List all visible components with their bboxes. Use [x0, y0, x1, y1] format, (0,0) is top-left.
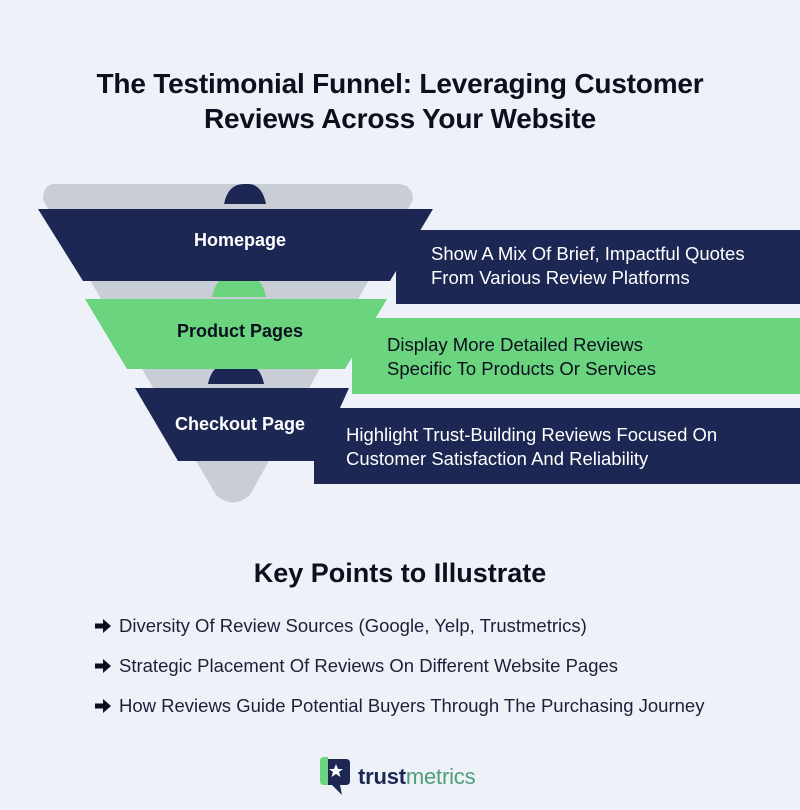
arrow-right-icon	[95, 659, 111, 673]
stage-desc-homepage-line-2: From Various Review Platforms	[431, 267, 690, 288]
stage-label-homepage: Homepage	[193, 230, 287, 250]
key-point-text: Diversity Of Review Sources (Google, Yel…	[119, 615, 587, 636]
key-point-text: How Reviews Guide Potential Buyers Throu…	[119, 695, 705, 716]
stage-2-trapezoid	[85, 299, 387, 369]
arrow-right-icon	[95, 619, 111, 633]
stage-1-trapezoid	[38, 209, 433, 281]
stage-desc-homepage: Show A Mix Of Brief, Impactful Quotes Fr…	[431, 242, 745, 290]
stage-1-tab	[224, 184, 266, 204]
stage-1-banner	[396, 230, 800, 304]
stage-desc-homepage-line-1: Show A Mix Of Brief, Impactful Quotes	[431, 243, 745, 264]
key-point-item: How Reviews Guide Potential Buyers Throu…	[95, 693, 704, 719]
arrow-right-icon	[95, 699, 111, 713]
stage-desc-product-pages: Display More Detailed Reviews Specific T…	[387, 333, 656, 381]
page-title: The Testimonial Funnel: Leveraging Custo…	[0, 66, 800, 136]
key-points-title: Key Points to Illustrate	[253, 558, 547, 588]
stage-label-checkout-page: Checkout Page	[174, 414, 306, 434]
logo-wordmark: trustmetrics	[358, 764, 476, 790]
stage-3-banner	[314, 408, 800, 484]
stage-desc-checkout-page-line-1: Highlight Trust-Building Reviews Focused…	[346, 424, 718, 445]
logo-text-metrics: metrics	[405, 764, 476, 789]
key-point-text: Strategic Placement Of Reviews On Differ…	[119, 655, 619, 676]
stage-desc-checkout-page-line-2: Customer Satisfaction And Reliability	[346, 448, 649, 469]
stage-desc-product-pages-line-1: Display More Detailed Reviews	[387, 334, 644, 355]
stage-2-tab	[212, 276, 266, 297]
stage-label-product-pages: Product Pages	[176, 321, 304, 341]
trustmetrics-logo: trustmetrics	[318, 755, 476, 799]
key-point-item: Strategic Placement Of Reviews On Differ…	[95, 653, 704, 679]
title-line-1: The Testimonial Funnel: Leveraging Custo…	[96, 68, 704, 99]
stage-desc-checkout-page: Highlight Trust-Building Reviews Focused…	[346, 423, 717, 471]
title-line-2: Reviews Across Your Website	[204, 103, 596, 134]
logo-text-trust: trust	[358, 764, 406, 789]
stage-2-banner	[352, 318, 800, 394]
funnel-diagram	[38, 184, 800, 503]
key-point-item: Diversity Of Review Sources (Google, Yel…	[95, 613, 704, 639]
stage-3-trapezoid	[135, 388, 349, 461]
stage-desc-product-pages-line-2: Specific To Products Or Services	[387, 358, 657, 379]
key-points-list: Diversity Of Review Sources (Google, Yel…	[95, 613, 704, 733]
quote-star-logo-icon	[320, 757, 350, 795]
